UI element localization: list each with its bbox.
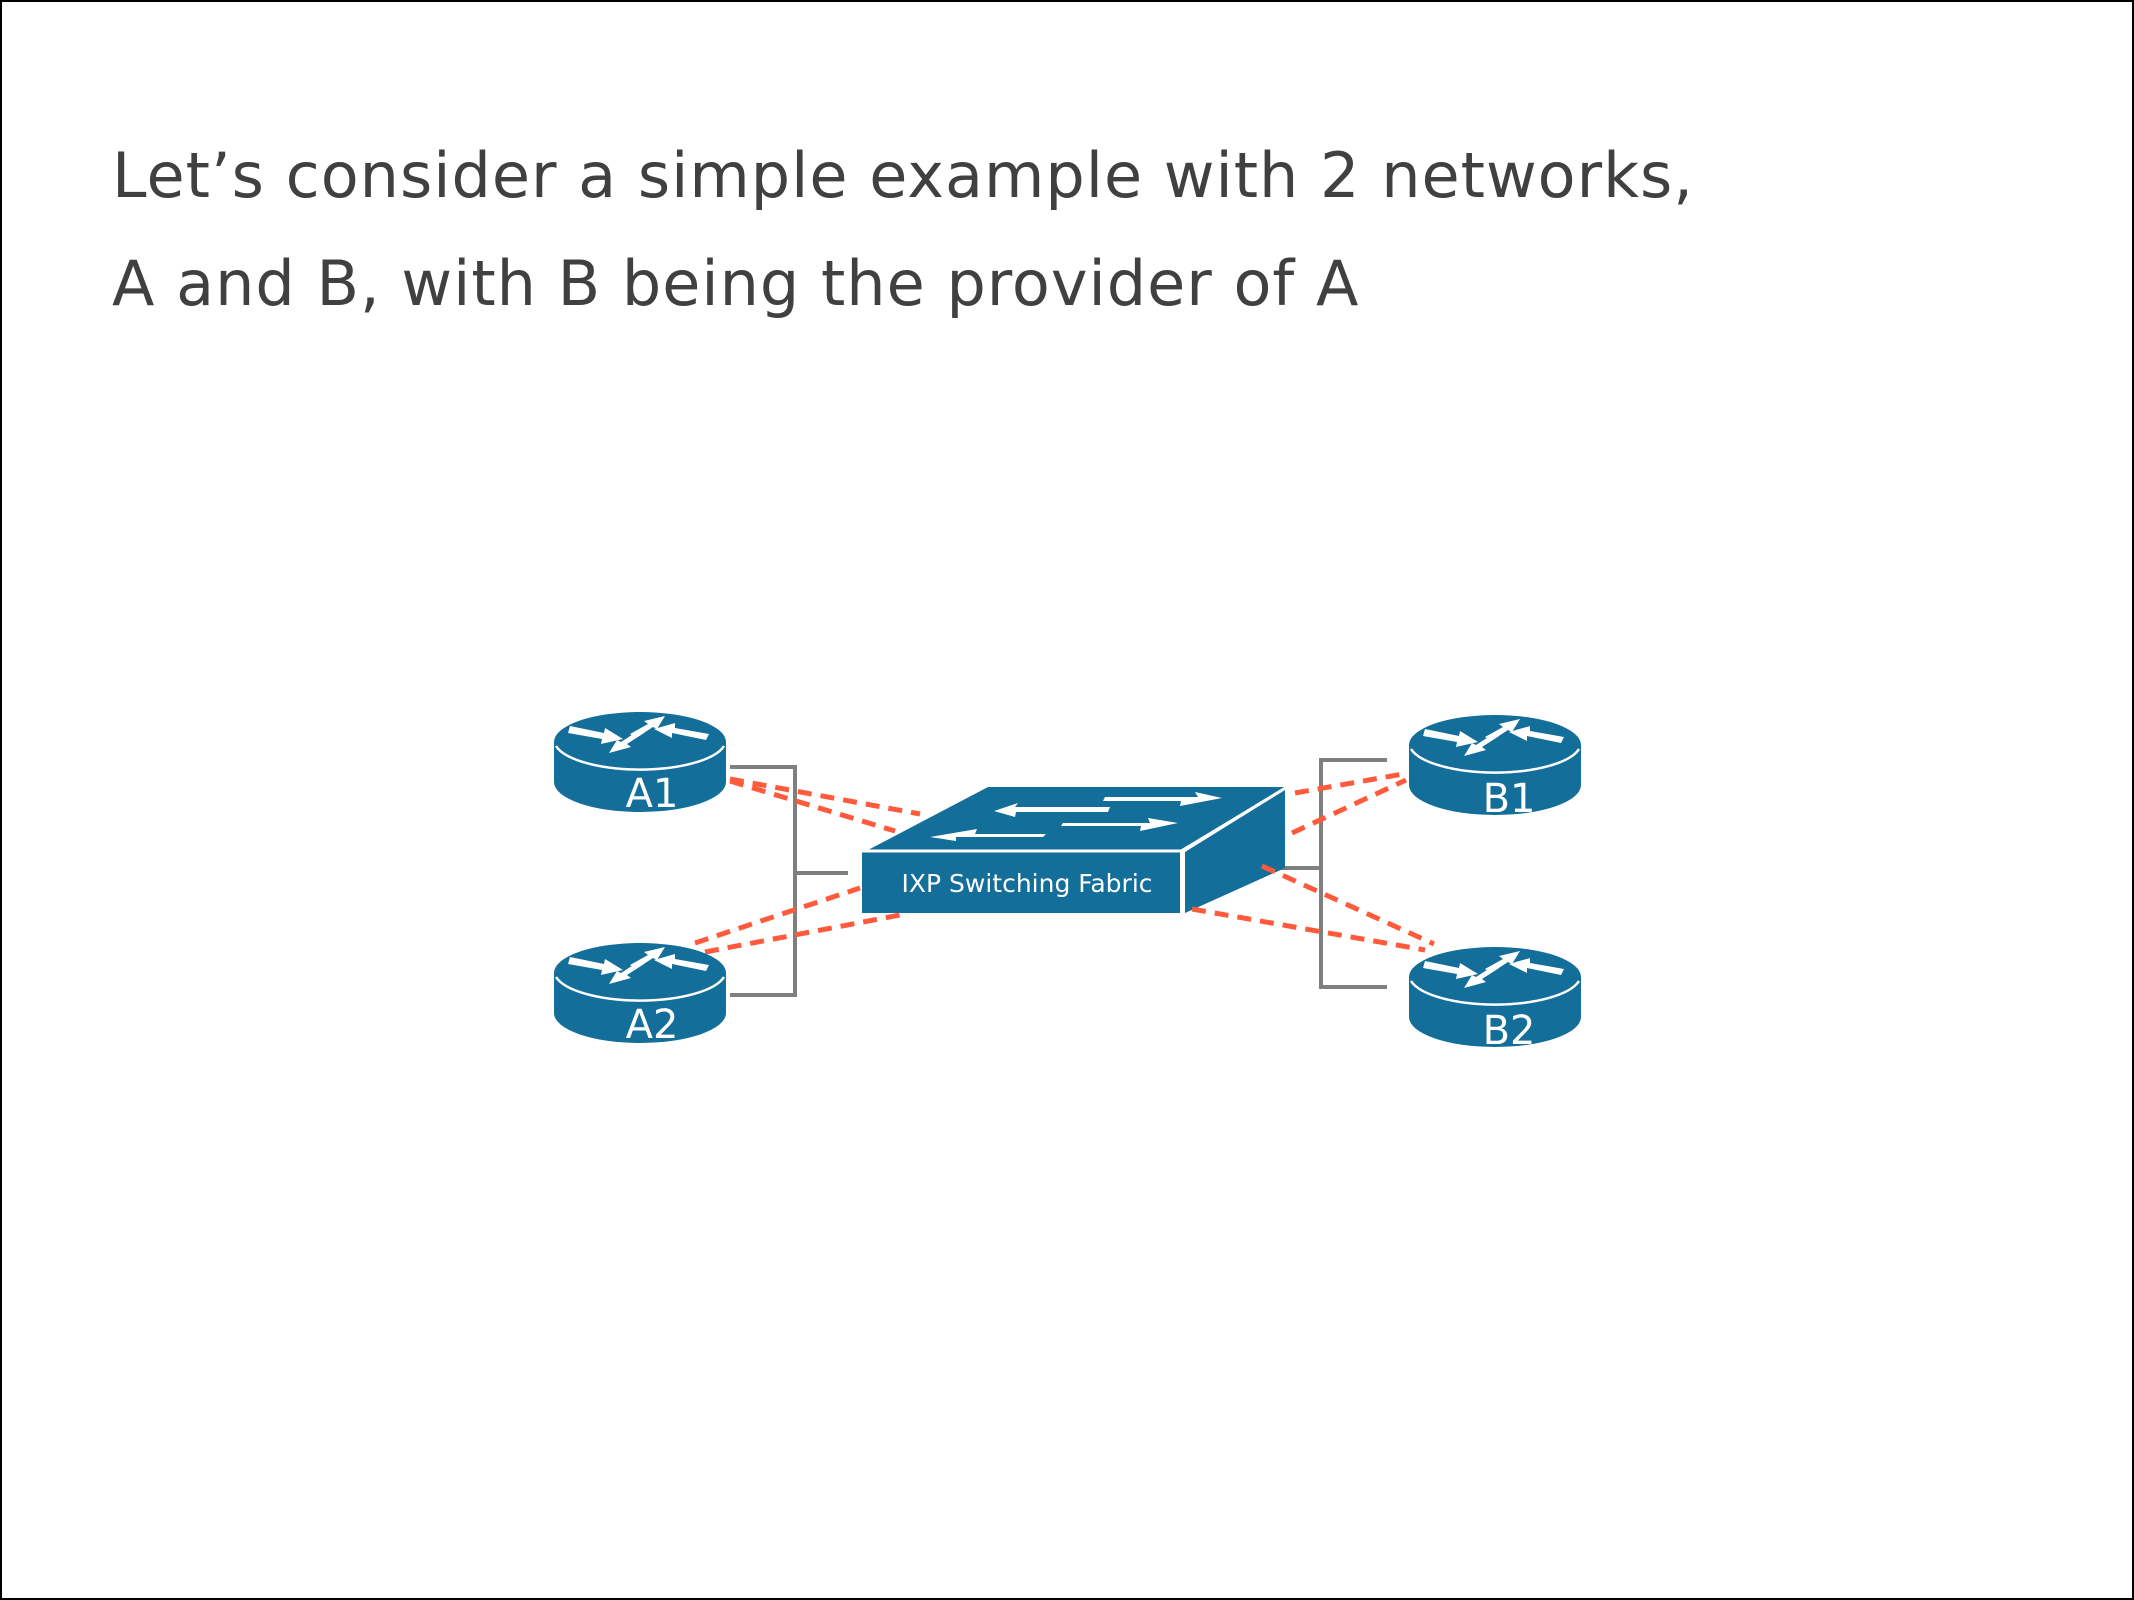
- session-a2-b2-seg1: [704, 912, 901, 955]
- session-a1-b2-seg2: [1260, 863, 1436, 947]
- title-line-2: A and B, with B being the provider of A: [112, 247, 1360, 320]
- router-label-b1: B1: [1483, 776, 1536, 822]
- session-a1-b1-seg1: [729, 776, 921, 817]
- link-a1-bracket: [730, 765, 797, 997]
- title-line-1: Let’s consider a simple example with 2 n…: [112, 139, 1694, 212]
- ixp-switch[interactable]: IXP Switching Fabric: [862, 785, 1288, 914]
- bgp-sessions: [694, 771, 1436, 955]
- session-a1-b1-seg2: [1294, 771, 1404, 796]
- router-label-a2: A2: [626, 1002, 679, 1048]
- router-a1[interactable]: A1: [552, 710, 728, 817]
- switch-icon: [930, 792, 1222, 841]
- router-label-b2: B2: [1483, 1008, 1536, 1054]
- router-b2[interactable]: B2: [1407, 945, 1583, 1054]
- switch-front: [862, 852, 1180, 913]
- router-b1[interactable]: B1: [1407, 713, 1583, 822]
- router-label-a1: A1: [626, 771, 679, 817]
- physical-links-b: [1270, 758, 1387, 989]
- session-a2-b2-seg2: [1191, 906, 1426, 953]
- physical-links-a: [730, 765, 848, 997]
- link-b-bracket: [1319, 758, 1387, 989]
- session-a2-b1-seg1: [694, 885, 861, 946]
- session-a2-b1-seg2: [1290, 777, 1408, 836]
- switch-label: IXP Switching Fabric: [901, 869, 1152, 898]
- slide-title: Let’s consider a simple example with 2 n…: [112, 122, 1694, 338]
- switch-side: [1185, 790, 1285, 913]
- session-a1-b2-seg1: [729, 778, 896, 834]
- router-a2[interactable]: A2: [552, 941, 728, 1048]
